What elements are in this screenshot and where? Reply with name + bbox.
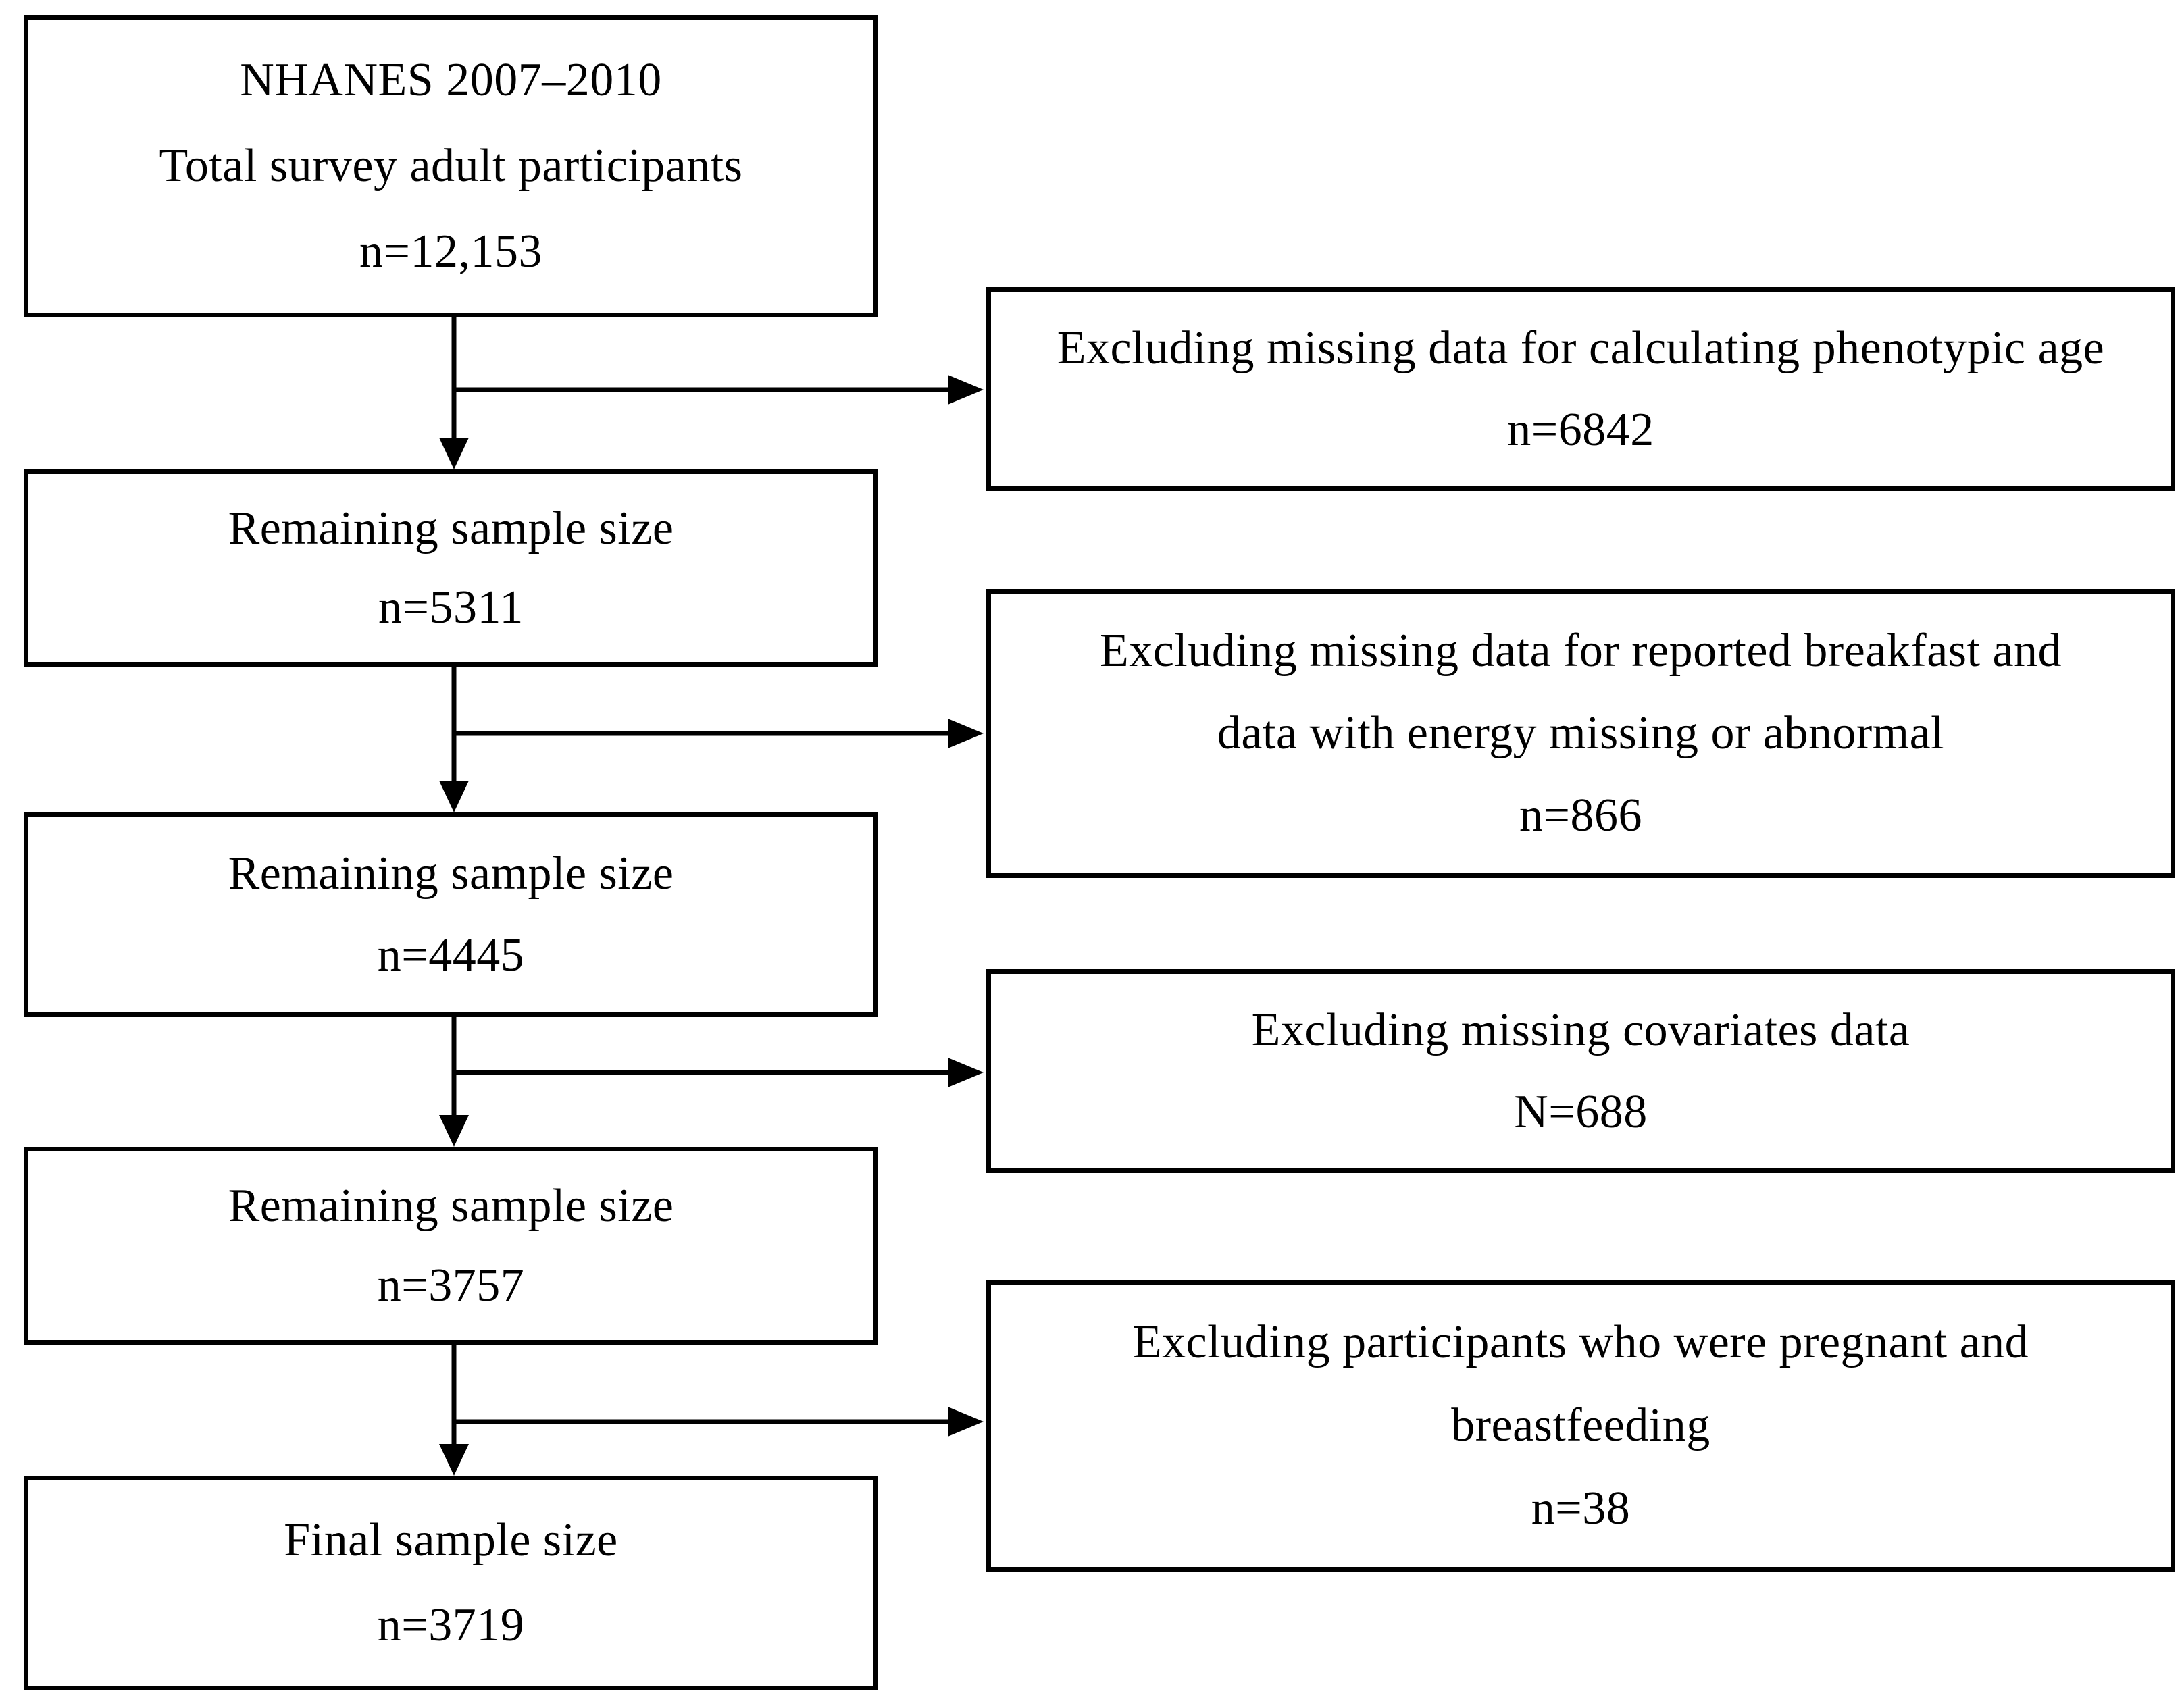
box-remaining-sample-3: Remaining sample size n=3757: [24, 1147, 878, 1345]
arrow-remaining3-to-final: [439, 1345, 469, 1476]
box-excluding-breakfast-energy: Excluding missing data for reported brea…: [986, 589, 2175, 878]
sample-count: n=3719: [377, 1599, 525, 1652]
arrow-branch-excluding-pregnant: [454, 1407, 984, 1437]
sample-count: n=5311: [378, 581, 524, 633]
arrow-remaining1-to-remaining2: [439, 667, 469, 812]
box-final-sample: Final sample size n=3719: [24, 1476, 878, 1690]
arrow-branch-excluding-breakfast-energy: [454, 719, 984, 748]
exclusion-reason-line1: Excluding participants who were pregnant…: [1132, 1316, 2029, 1369]
box-excluding-covariates: Excluding missing covariates data N=688: [986, 969, 2175, 1173]
box-title: Remaining sample size: [228, 502, 674, 554]
exclusion-reason-line2: data with energy missing or abnormal: [1217, 707, 1945, 760]
box-excluding-pregnant-breastfeeding: Excluding participants who were pregnant…: [986, 1280, 2175, 1572]
box-title: NHANES 2007–2010: [240, 54, 662, 107]
sample-count: n=12,153: [359, 226, 542, 278]
exclusion-count: n=866: [1519, 790, 1642, 842]
exclusion-reason-line2: breastfeeding: [1451, 1399, 1710, 1452]
sample-count: n=3757: [377, 1259, 525, 1312]
exclusion-count: n=6842: [1507, 403, 1654, 456]
arrow-remaining2-to-remaining3: [439, 1017, 469, 1147]
box-title: Final sample size: [284, 1514, 618, 1567]
exclusion-count: n=38: [1531, 1482, 1631, 1535]
arrow-branch-excluding-phenotypic-age: [454, 375, 984, 405]
box-excluding-phenotypic-age: Excluding missing data for calculating p…: [986, 287, 2175, 491]
arrow-total-to-remaining1: [439, 317, 469, 469]
box-remaining-sample-1: Remaining sample size n=5311: [24, 469, 878, 667]
box-remaining-sample-2: Remaining sample size n=4445: [24, 812, 878, 1017]
sample-count: n=4445: [377, 929, 525, 982]
exclusion-reason: Excluding missing covariates data: [1251, 1004, 1910, 1056]
box-subtitle: Total survey adult participants: [159, 140, 743, 192]
exclusion-reason-line1: Excluding missing data for reported brea…: [1099, 625, 2062, 677]
arrow-branch-excluding-covariates: [454, 1058, 984, 1087]
box-title: Remaining sample size: [228, 848, 674, 900]
exclusion-count: N=688: [1514, 1085, 1648, 1138]
box-total-participants: NHANES 2007–2010 Total survey adult part…: [24, 15, 878, 317]
exclusion-reason: Excluding missing data for calculating p…: [1057, 322, 2105, 374]
box-title: Remaining sample size: [228, 1180, 674, 1232]
